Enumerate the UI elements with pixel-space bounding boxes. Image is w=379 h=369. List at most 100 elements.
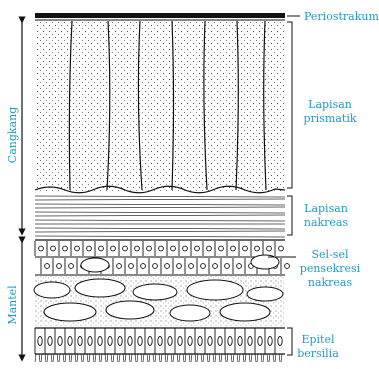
epithelial-nucleus xyxy=(228,337,232,346)
cilium xyxy=(209,354,210,362)
epithelium-label-line1: Epitel xyxy=(301,333,335,346)
cell-nucleus xyxy=(279,246,284,251)
epithelial-nucleus xyxy=(208,337,212,346)
cilium xyxy=(147,354,148,362)
cell-nucleus xyxy=(57,264,62,269)
cell-nucleus xyxy=(285,264,290,269)
cell-nucleus xyxy=(231,246,236,251)
cell-nucleus xyxy=(207,246,212,251)
cilium xyxy=(153,354,154,362)
cilium xyxy=(131,354,132,362)
epithelial-nucleus xyxy=(58,337,62,346)
cilium xyxy=(117,354,118,362)
cilium xyxy=(71,354,72,362)
cell-nucleus xyxy=(117,264,122,269)
epithelial-nucleus xyxy=(48,337,52,346)
epithelial-nucleus xyxy=(238,337,242,346)
cilium xyxy=(213,354,214,362)
cilium xyxy=(189,354,190,362)
cilium xyxy=(113,354,114,362)
cilium xyxy=(159,354,160,362)
cilium xyxy=(165,354,166,362)
cilium xyxy=(267,354,268,362)
cell-nucleus xyxy=(255,246,260,251)
epithelial-nucleus xyxy=(118,337,122,346)
cell-nucleus xyxy=(183,246,188,251)
epithelial-nucleus xyxy=(278,337,282,346)
epithelial-nucleus xyxy=(158,337,162,346)
cell-nucleus xyxy=(147,246,152,251)
cell-nucleus xyxy=(189,264,194,269)
cilium xyxy=(231,354,232,362)
cilium xyxy=(137,354,138,362)
cilium xyxy=(75,354,76,362)
cilium xyxy=(51,354,52,362)
epithelial-nucleus xyxy=(98,337,102,346)
cilium xyxy=(237,354,238,362)
epithelial-nucleus xyxy=(258,337,262,346)
cilium xyxy=(35,354,36,362)
cilium xyxy=(243,354,244,362)
cilium xyxy=(179,354,180,362)
cell-nucleus xyxy=(87,246,92,251)
cangkang-label: Cangkang xyxy=(6,107,19,163)
cell-row-upper xyxy=(35,241,283,256)
epithelial-nucleus xyxy=(198,337,202,346)
cell-nucleus xyxy=(201,264,206,269)
cilium xyxy=(167,354,168,362)
cell-nucleus xyxy=(63,246,68,251)
cilium xyxy=(201,354,202,362)
cilium xyxy=(81,354,82,362)
cilium xyxy=(219,354,220,362)
secreting-label-line1: Sel-sel xyxy=(312,248,349,261)
cilium xyxy=(227,354,228,362)
cilium xyxy=(161,354,162,362)
epithelial-nucleus xyxy=(148,337,152,346)
cilium xyxy=(261,354,262,362)
epithelial-nucleus xyxy=(38,337,42,346)
prismatic-layer xyxy=(35,21,285,193)
cilium xyxy=(125,354,126,362)
cilium xyxy=(225,354,226,362)
cilium xyxy=(129,354,130,362)
cell-nucleus xyxy=(237,264,242,269)
cell-nucleus xyxy=(51,246,56,251)
cell-nucleus xyxy=(69,264,74,269)
cilium xyxy=(93,354,94,362)
cilium xyxy=(273,354,274,362)
cilia xyxy=(35,354,282,362)
cell-nucleus xyxy=(171,246,176,251)
cilium xyxy=(143,354,144,362)
cilium xyxy=(141,354,142,362)
epithelial-nucleus xyxy=(268,337,272,346)
cilium xyxy=(245,354,246,362)
cell-nucleus xyxy=(177,264,182,269)
cilium xyxy=(69,354,70,362)
secreting-label-line2: pensekresi xyxy=(300,262,361,275)
epithelial-nucleus xyxy=(68,337,72,346)
epithelial-nucleus xyxy=(218,337,222,346)
cilium xyxy=(149,354,150,362)
cell-nucleus xyxy=(123,246,128,251)
cilium xyxy=(123,354,124,362)
cilium xyxy=(119,354,120,362)
cilium xyxy=(191,354,192,362)
cilium xyxy=(215,354,216,362)
cilium xyxy=(65,354,66,362)
cilium xyxy=(275,354,276,362)
nacreous-bracket xyxy=(287,196,292,235)
epithelial-nucleus xyxy=(138,337,142,346)
cilium xyxy=(239,354,240,362)
cilium xyxy=(87,354,88,362)
cilium xyxy=(197,354,198,362)
cilium xyxy=(173,354,174,362)
cilium xyxy=(171,354,172,362)
nacreous-label-line2: nakreas xyxy=(304,216,349,229)
cell-nucleus xyxy=(135,246,140,251)
cell-nucleus xyxy=(267,246,272,251)
cilium xyxy=(255,354,256,362)
cilium xyxy=(233,354,234,362)
periostracum-layer xyxy=(35,13,285,20)
mantel-label: Mantel xyxy=(6,285,19,325)
cilium xyxy=(45,354,46,362)
